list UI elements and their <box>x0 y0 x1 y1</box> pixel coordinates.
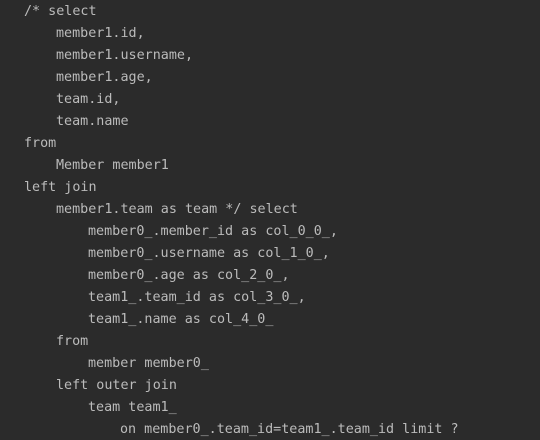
code-line: Member member1 <box>56 158 169 173</box>
code-line: member0_.member_id as col_0_0_, <box>88 224 338 239</box>
code-line: from <box>56 334 89 349</box>
code-line: left join <box>24 180 97 195</box>
code-line: team.id, <box>56 92 121 107</box>
code-line: member1.team as team */ select <box>56 202 298 217</box>
code-line: team team1_ <box>88 400 177 415</box>
code-line: member0_.username as col_1_0_, <box>88 246 330 261</box>
code-line: member1.id, <box>56 26 145 41</box>
code-line: team1_.team_id as col_3_0_, <box>88 290 306 305</box>
code-line: left outer join <box>56 378 177 393</box>
code-line: member member0_ <box>88 356 209 371</box>
code-line: member1.age, <box>56 70 153 85</box>
code-line: from <box>24 136 57 151</box>
code-line: member1.username, <box>56 48 194 63</box>
code-line: on member0_.team_id=team1_.team_id limit… <box>120 422 459 437</box>
code-line: /* select <box>24 4 97 19</box>
code-line: team.name <box>56 114 129 129</box>
code-line: team1_.name as col_4_0_ <box>88 312 274 327</box>
code-line: member0_.age as col_2_0_, <box>88 268 290 283</box>
